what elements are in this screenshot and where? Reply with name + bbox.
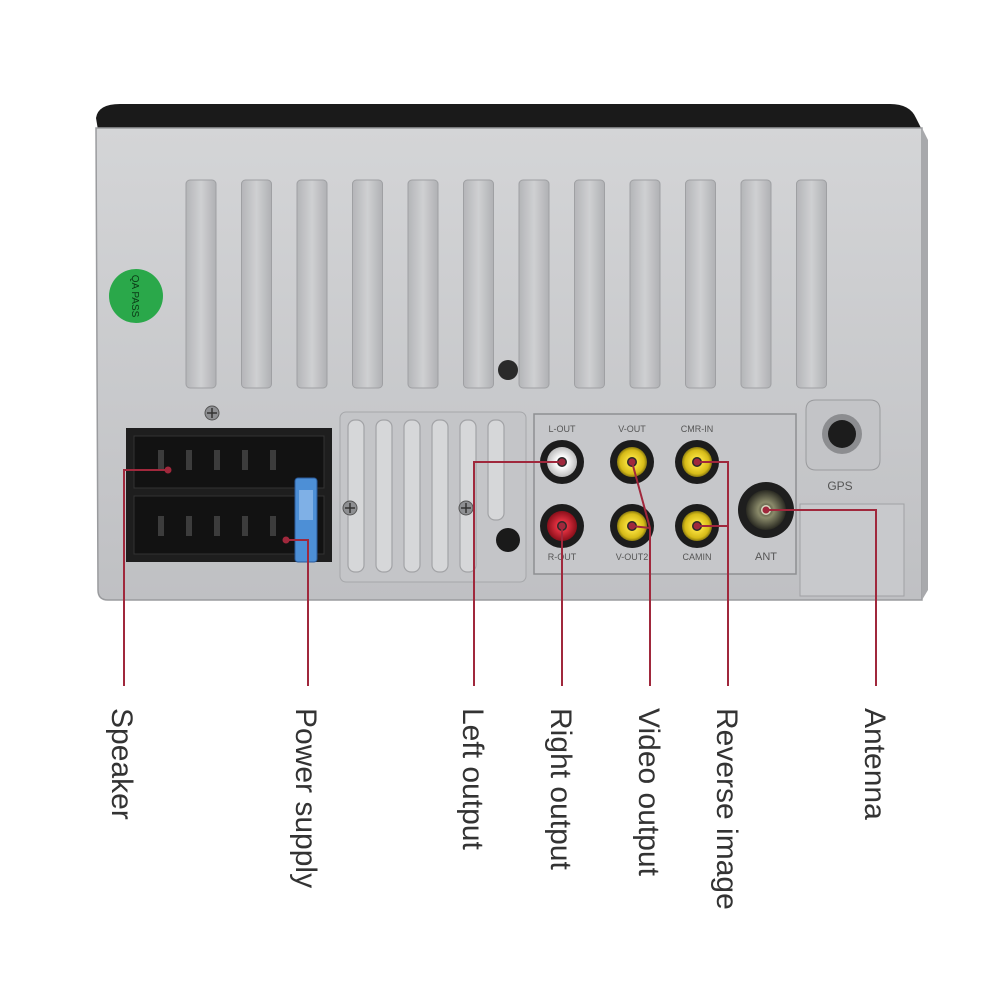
cooling-fin xyxy=(685,179,716,389)
connector-pin xyxy=(158,516,164,536)
connector-pin xyxy=(186,516,192,536)
jack-label-camin: CAMIN xyxy=(683,552,712,562)
cooling-fins xyxy=(185,179,827,389)
connector-pin xyxy=(214,516,220,536)
leader-antenna xyxy=(766,509,877,686)
label-speaker: Speaker xyxy=(105,708,138,820)
label-left-output: Left output xyxy=(456,708,489,850)
cooling-fin xyxy=(463,179,494,389)
qa-pass-sticker: QA PASS xyxy=(109,269,163,323)
cooling-fin xyxy=(518,179,550,389)
jack-label-cmr-in: CMR-IN xyxy=(681,424,714,434)
vent-grille xyxy=(339,411,527,583)
jack-label-ant: ANT xyxy=(755,551,777,563)
mount-hole xyxy=(498,360,518,380)
leader-left xyxy=(473,461,562,686)
fuse xyxy=(294,477,318,563)
cooling-fin xyxy=(241,179,272,389)
label-power-supply: Power supply xyxy=(289,708,322,889)
cooling-fin xyxy=(407,179,439,389)
connector-pin xyxy=(186,450,192,470)
jack-label-gps: GPS xyxy=(827,479,852,493)
connector-pin xyxy=(242,516,248,536)
leader-power xyxy=(286,539,309,686)
leader-speaker xyxy=(123,469,168,686)
cooling-fin xyxy=(629,179,661,389)
qa-sticker-text: QA PASS xyxy=(129,275,140,318)
connector-pin xyxy=(270,516,276,536)
label-video-output: Video output xyxy=(632,708,665,876)
gps-port xyxy=(799,399,905,597)
jack-label-v-out: V-OUT xyxy=(618,424,646,434)
connector-pin xyxy=(158,450,164,470)
cooling-fin xyxy=(574,179,605,389)
cooling-fin xyxy=(185,179,217,389)
connector-pin xyxy=(214,450,220,470)
label-antenna: Antenna xyxy=(858,708,891,820)
connector-pin xyxy=(270,450,276,470)
connector-pin xyxy=(242,450,248,470)
jack-label-v-out2: V-OUT2 xyxy=(616,552,649,562)
cooling-fin xyxy=(352,179,383,389)
label-reverse-image: Reverse image xyxy=(710,708,743,910)
leader-lines xyxy=(123,458,877,686)
cooling-fin xyxy=(796,179,827,389)
cooling-fin xyxy=(296,179,328,389)
jack-label-l-out: L-OUT xyxy=(549,424,577,434)
leader-reverse xyxy=(697,461,729,686)
cooling-fin xyxy=(740,179,772,389)
label-right-output: Right output xyxy=(544,708,577,870)
aux-hole xyxy=(496,528,520,552)
